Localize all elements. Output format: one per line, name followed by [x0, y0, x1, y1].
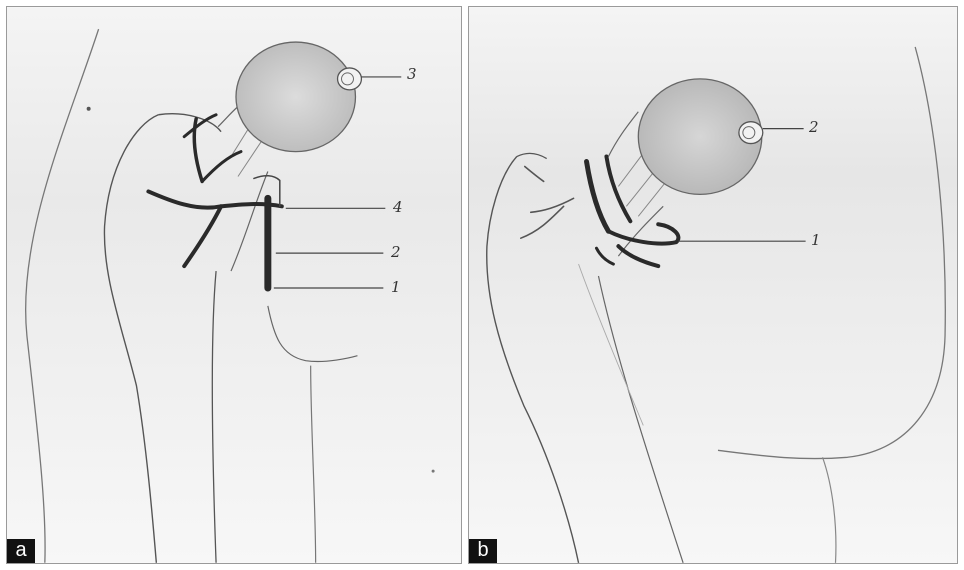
callout-b-1: 1 — [811, 231, 821, 249]
callout-a-1: 4 — [393, 198, 403, 216]
speck-2 — [432, 470, 435, 473]
callout-a-3: 1 — [391, 278, 401, 296]
callout-a-0: 3 — [407, 65, 417, 83]
panel-a: 3 4 2 1 a — [6, 6, 462, 564]
vessel-branch-2 — [221, 204, 282, 206]
panel-b-drawing — [469, 7, 957, 563]
panel-label-a: a — [7, 539, 35, 563]
femoral-head — [236, 42, 355, 152]
callout-b-0: 2 — [809, 118, 819, 136]
panel-b: 2 1 b — [468, 6, 958, 564]
panel-label-b: b — [469, 539, 497, 563]
speck-1 — [87, 107, 91, 111]
callout-a-2: 2 — [391, 243, 401, 261]
